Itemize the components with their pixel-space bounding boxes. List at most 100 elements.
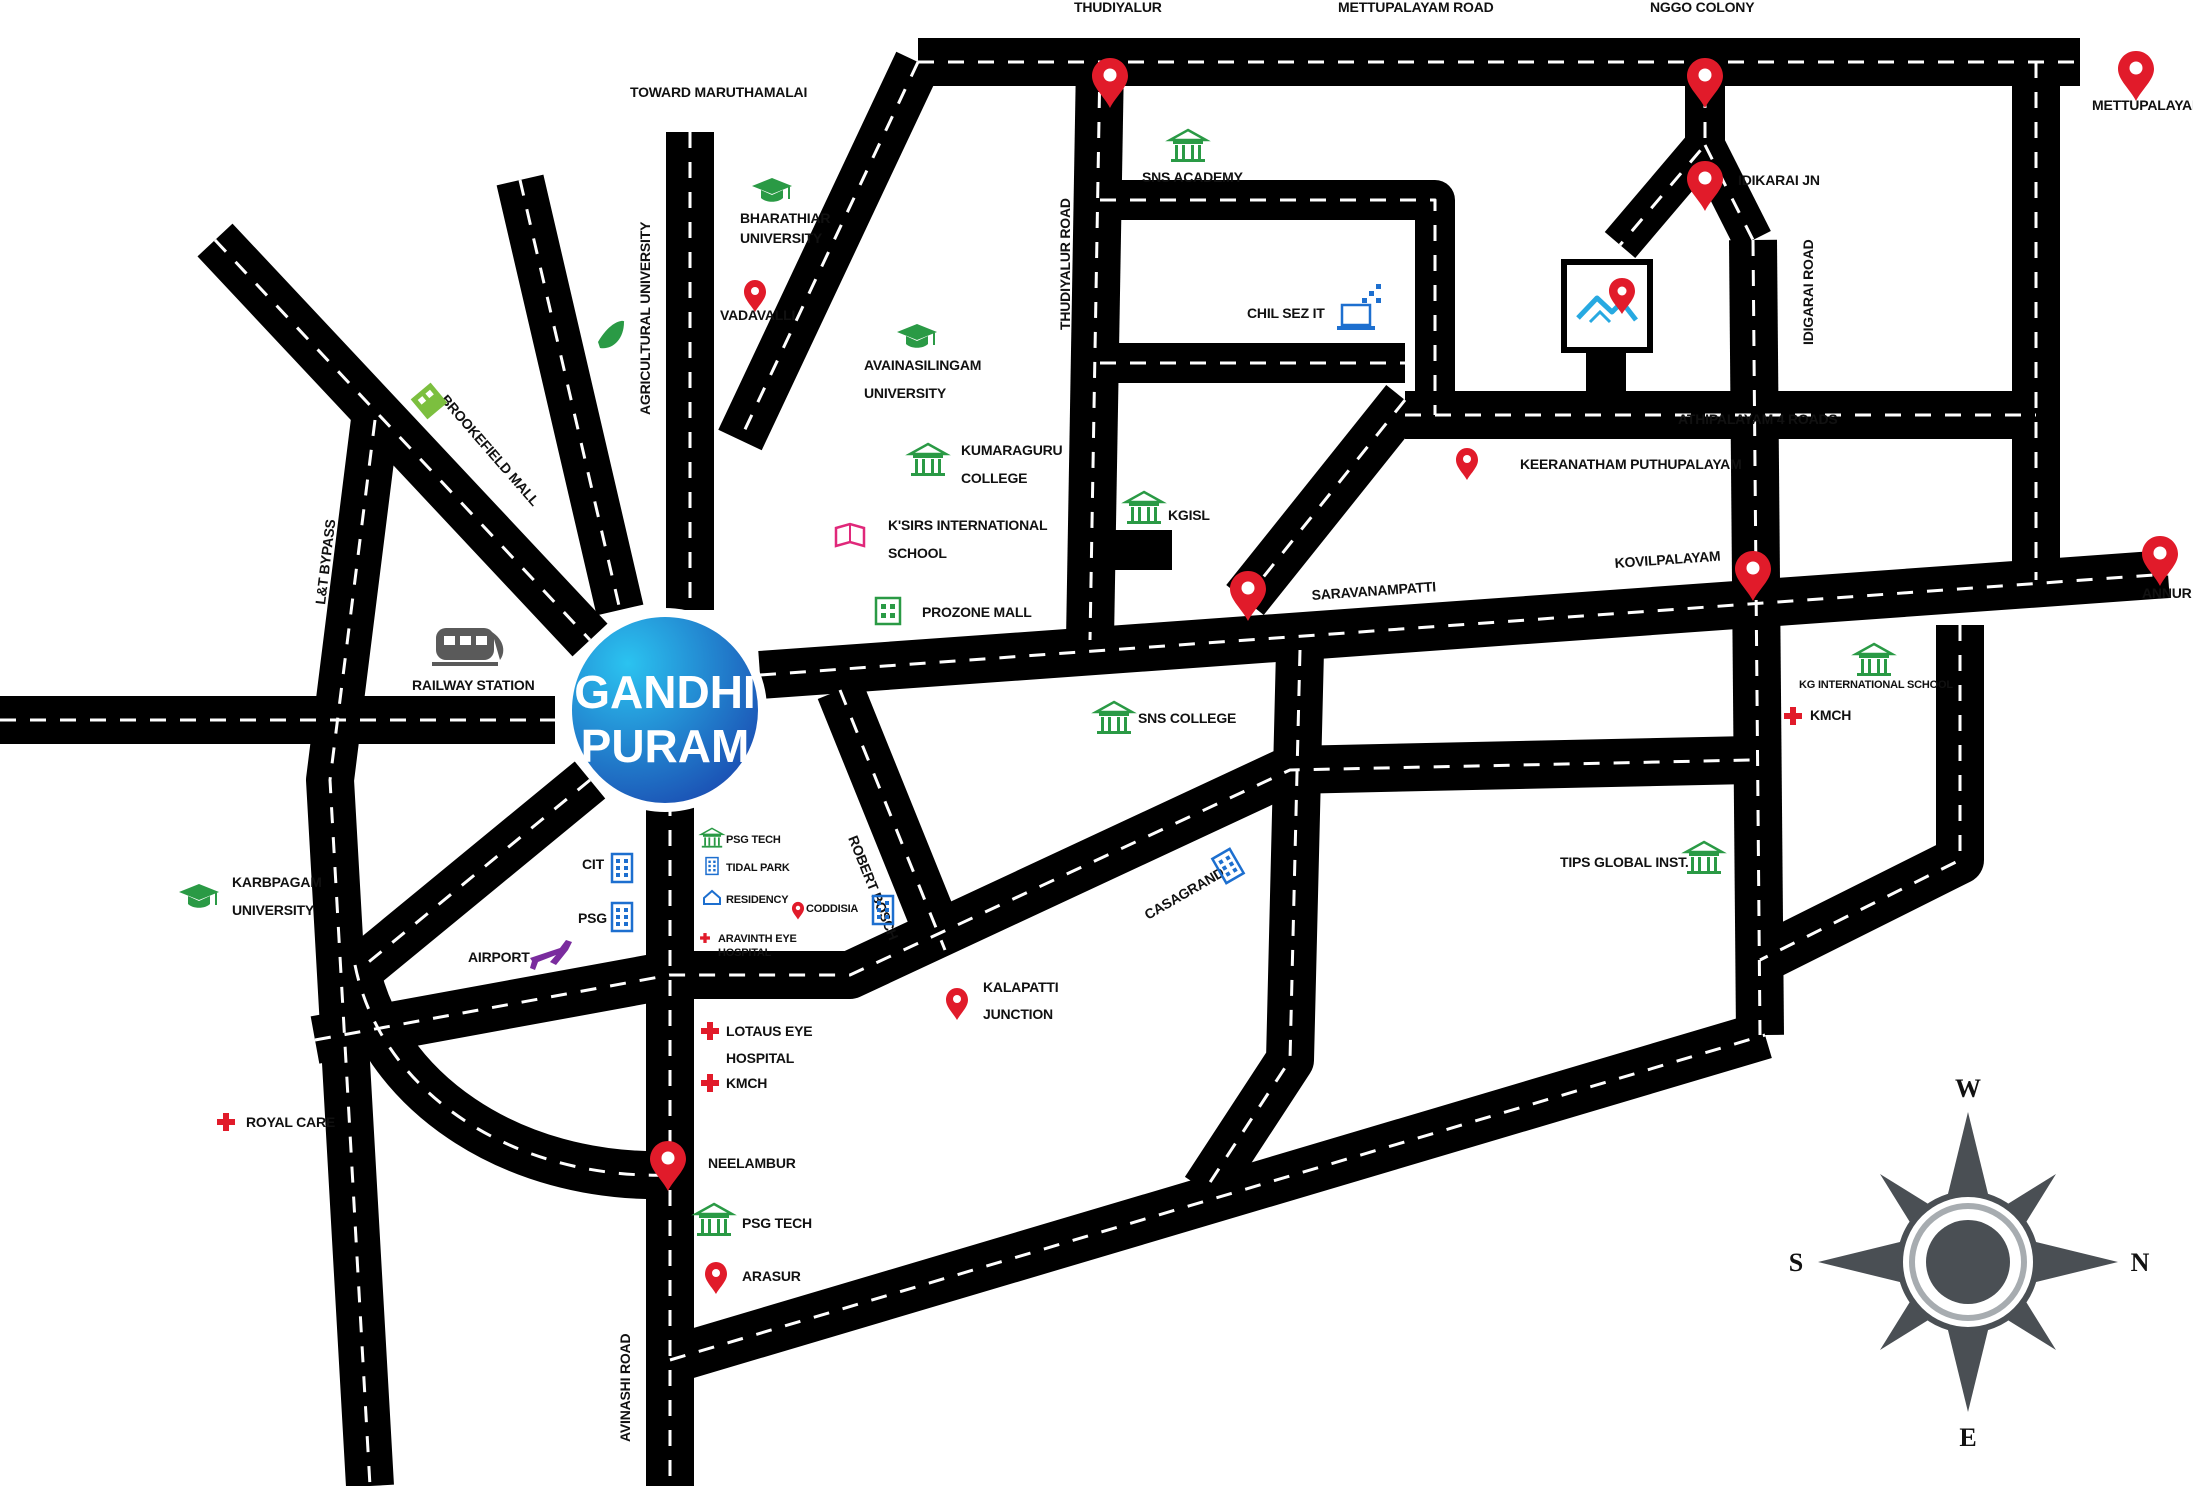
label-railway-station: RAILWAY STATION xyxy=(412,677,535,693)
label-kumaraguru-1: KUMARAGURU xyxy=(961,442,1063,458)
label-thudiyalur: THUDIYALUR xyxy=(1074,0,1162,15)
project-location-marker[interactable] xyxy=(1561,259,1653,353)
road-network xyxy=(0,38,2170,1486)
sns-academy-icon xyxy=(1168,128,1208,164)
pin-arasur[interactable] xyxy=(705,1262,727,1294)
chil-sez-laptop-icon xyxy=(1337,284,1381,330)
label-neelambur: NEELAMBUR xyxy=(708,1155,796,1171)
pin-mettupalayam[interactable] xyxy=(2118,51,2154,101)
label-psg-tech-bottom: PSG TECH xyxy=(742,1215,812,1231)
label-sns-college: SNS COLLEGE xyxy=(1138,710,1236,726)
pin-keeranatham[interactable] xyxy=(1456,448,1478,480)
pin-codissia[interactable] xyxy=(791,901,805,920)
label-avainasilingam-2: UNIVERSITY xyxy=(864,385,947,401)
label-tips-global: TIPS GLOBAL INST. xyxy=(1560,854,1689,870)
label-lotaus-2: HOSPITAL xyxy=(726,1050,795,1066)
label-annur: ANNUR xyxy=(2142,585,2192,601)
label-kovilpalayam: KOVILPALAYAM xyxy=(1614,548,1721,571)
label-chil-sez: CHIL SEZ IT xyxy=(1247,305,1325,321)
label-sns-academy: SNS ACADEMY xyxy=(1142,169,1244,185)
kumaraguru-college-icon xyxy=(908,442,948,478)
cit-building-icon xyxy=(610,852,634,884)
label-bharathiar-2: UNIVERSITY xyxy=(740,230,823,246)
label-royal-care: ROYAL CARE xyxy=(246,1114,335,1130)
bharathiar-university-icon xyxy=(751,177,793,203)
compass-rose: W E S N xyxy=(1789,1074,2150,1452)
label-ksirs-1: K'SIRS INTERNATIONAL xyxy=(888,517,1048,533)
royal-care-hospital-icon xyxy=(217,1113,235,1131)
label-casagrand: CASAGRAND xyxy=(1142,864,1227,923)
label-arasur: ARASUR xyxy=(742,1268,801,1284)
label-airport: AIRPORT xyxy=(468,949,530,965)
brookefield-mall-icon xyxy=(410,382,448,420)
label-kalapatti-1: KALAPATTI xyxy=(983,979,1058,995)
label-athipalayam: ATHIPALAYAM 4 ROADS xyxy=(1678,411,1838,427)
label-saravanampatti: SARAVANAMPATTI xyxy=(1311,578,1436,603)
road-robert-bosch xyxy=(817,681,968,959)
label-kmch-east: KMCH xyxy=(1810,707,1851,723)
road-idikarai xyxy=(1687,135,1771,250)
pin-saravanampatti[interactable] xyxy=(1230,571,1266,621)
label-karpagam-2: UNIVERSITY xyxy=(232,902,315,918)
label-ksirs-2: SCHOOL xyxy=(888,545,947,561)
hub-label-line1: GANDHI xyxy=(574,666,755,718)
prozone-mall-icon xyxy=(874,596,902,626)
compass-west: W xyxy=(1955,1074,1981,1103)
label-toward-maruthamalai: TOWARD MARUTHAMALAI xyxy=(630,84,807,100)
airport-plane-icon xyxy=(530,940,572,970)
road-casagrand xyxy=(1184,649,1324,1204)
label-tidal-park: TIDAL PARK xyxy=(726,862,790,874)
label-karpagam-1: KARBPAGAM xyxy=(232,874,322,890)
label-cit: CIT xyxy=(582,856,605,872)
kmch-south-hospital-icon xyxy=(701,1074,719,1092)
gandhipuram-hub[interactable]: GANDHI PURAM xyxy=(563,608,767,812)
lotaus-eye-hospital-icon xyxy=(701,1022,719,1040)
label-codissia: CODDISIA xyxy=(806,903,858,915)
avainasilingam-university-icon xyxy=(896,323,938,349)
label-aravinth-1: ARAVINTH EYE xyxy=(718,933,797,945)
railway-station-train-icon xyxy=(432,628,504,666)
compass-east: E xyxy=(1959,1423,1976,1452)
label-keeranatham: KEERANATHAM PUTHUPALAYAM xyxy=(1520,456,1742,472)
label-thudiyalur-road: THUDIYALUR ROAD xyxy=(1057,198,1073,330)
label-prozone-mall: PROZONE MALL xyxy=(922,604,1032,620)
label-idikarai-jn: IDIKARAI JN xyxy=(1738,172,1820,188)
ksirs-school-book-icon xyxy=(834,522,866,548)
label-vadavalli: VADAVALLI xyxy=(720,307,795,323)
psg-tech-bottom-icon xyxy=(694,1202,734,1238)
psg-tech-top-icon xyxy=(700,827,724,849)
label-psg: PSG xyxy=(578,910,607,926)
aravinth-eye-hospital-icon xyxy=(700,933,710,943)
label-kumaraguru-2: COLLEGE xyxy=(961,470,1027,486)
label-mettupalayam: METTUPALAYAM xyxy=(2092,97,2193,113)
label-mettupalayam-road: METTUPALAYAM ROAD xyxy=(1338,0,1494,15)
label-idigarai-road: IDIGARAI ROAD xyxy=(1800,239,1816,345)
label-nggo-colony: NGGO COLONY xyxy=(1650,0,1755,15)
agricultural-university-leaf-icon xyxy=(598,320,625,349)
hub-label-line2: PURAM xyxy=(581,720,750,772)
sns-college-icon xyxy=(1094,700,1134,736)
karpagam-university-icon xyxy=(178,883,220,909)
residency-icon xyxy=(703,889,721,905)
label-bharathiar-1: BHARATHIAR xyxy=(740,210,830,226)
label-residency: RESIDENCY xyxy=(726,894,789,906)
label-psg-tech-top: PSG TECH xyxy=(726,834,781,846)
label-avainasilingam-1: AVAINASILINGAM xyxy=(864,357,981,373)
kgisl-icon xyxy=(1124,490,1164,526)
pin-kalapatti[interactable] xyxy=(946,988,968,1020)
psg-building-icon xyxy=(610,901,634,933)
label-avinashi-road: AVINASHI ROAD xyxy=(617,1334,633,1442)
kmch-east-hospital-icon xyxy=(1784,707,1802,725)
tidal-park-icon xyxy=(705,856,719,876)
label-kgisl: KGISL xyxy=(1168,507,1210,523)
label-kg-international: KG INTERNATIONAL SCHOOL xyxy=(1799,679,1953,691)
compass-north: N xyxy=(2131,1248,2150,1277)
label-agricultural-university: AGRICULTURAL UNIVERSITY xyxy=(637,221,653,415)
label-aravinth-2: HOSPITAL xyxy=(718,947,772,959)
road-east-return xyxy=(1749,625,1984,982)
tips-global-icon xyxy=(1684,840,1724,876)
compass-south: S xyxy=(1789,1248,1803,1277)
label-lotaus-1: LOTAUS EYE xyxy=(726,1023,812,1039)
kg-international-school-icon xyxy=(1854,642,1894,678)
